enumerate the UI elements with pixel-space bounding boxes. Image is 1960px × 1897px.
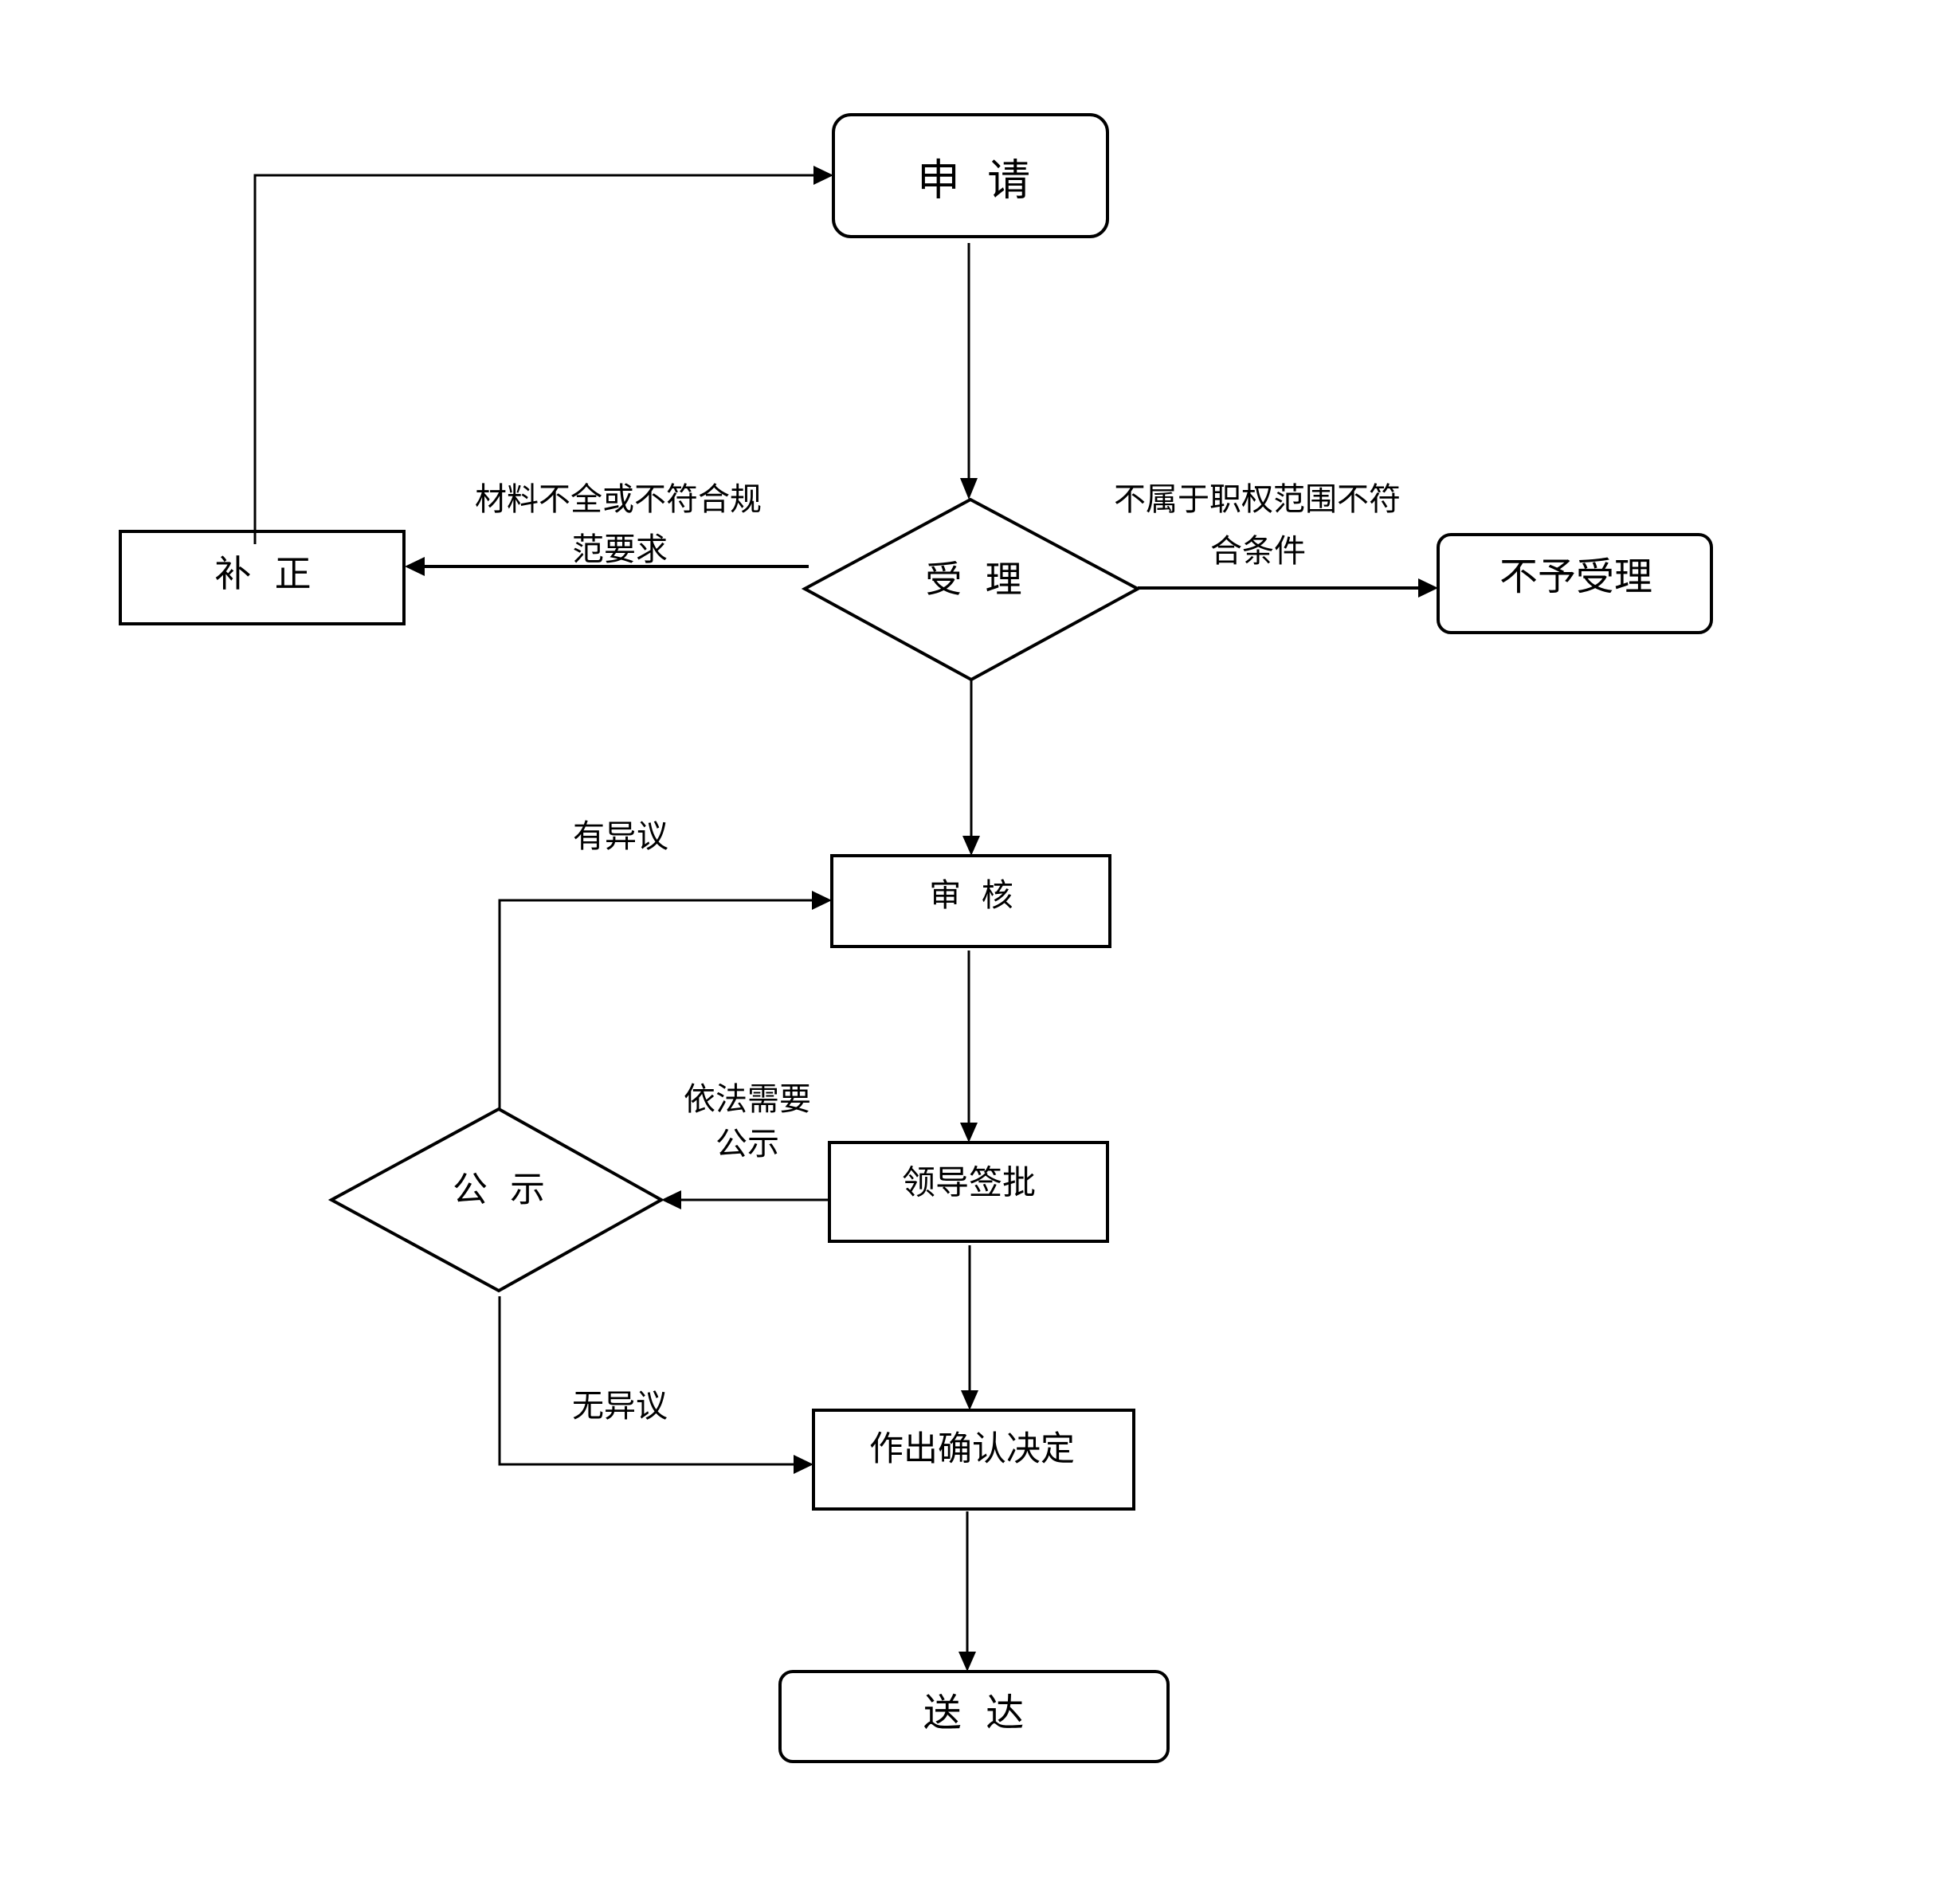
node-apply[interactable]: 申 请 [832,113,1109,238]
edge-label-objection: 有异议 [573,818,668,855]
edge-review-to-approve [960,950,978,1143]
arrowhead-icon [794,1455,813,1474]
edge-label-incomplete: 材料不全或不符合规 范要求 [475,481,762,568]
node-publicize[interactable]: 公 示 [327,1107,665,1293]
arrowhead-icon [962,836,980,856]
arrowhead-icon [813,166,833,185]
node-reject-label: 不予受理 [1499,555,1652,599]
edge-label-out-of-scope-line1: 不属于职权范围不符 [1114,481,1401,518]
arrowhead-icon [405,557,425,576]
node-approve-label: 领导签批 [902,1163,1036,1202]
arrowhead-icon [960,478,978,500]
edge-approve-to-decide [961,1245,978,1410]
edge-label-incomplete-line1: 材料不全或不符合规 [475,481,762,518]
node-accept-label: 受 理 [925,558,1021,601]
edge-approve-to-publicize [661,1190,829,1209]
edge-apply-to-accept [960,243,978,500]
node-apply-label: 申 请 [917,155,1030,206]
arrowhead-icon [961,1390,978,1410]
arrowhead-icon [1418,578,1438,598]
edge-accept-to-reject [1138,578,1438,598]
node-reject[interactable]: 不予受理 [1437,533,1713,634]
edge-label-need-public: 依法需要 公示 [684,1081,811,1162]
node-accept[interactable]: 受 理 [801,497,1142,682]
edge-label-incomplete-line2: 范要求 [572,531,668,568]
node-review-label: 审 核 [929,877,1013,914]
edge-publicize-to-decide [498,1296,813,1474]
node-review[interactable]: 审 核 [830,854,1111,948]
edge-label-out-of-scope: 不属于职权范围不符 合条件 [1114,481,1401,570]
edge-label-need-public-line2: 公示 [715,1126,779,1162]
node-publicize-label: 公 示 [453,1170,545,1210]
arrowhead-icon [812,891,832,910]
node-decide-label: 作出确认决定 [869,1429,1075,1469]
edge-publicize-to-review [498,891,832,1109]
edge-accept-to-review [962,680,980,856]
edge-decide-to-deliver [958,1511,976,1672]
edge-label-need-public-line1: 依法需要 [684,1081,811,1118]
arrowhead-icon [960,1123,978,1143]
arrowhead-icon [661,1190,681,1209]
edge-correct-to-apply [253,166,833,544]
node-approve[interactable]: 领导签批 [828,1141,1109,1243]
node-correct[interactable]: 补 正 [119,530,406,625]
arrowhead-icon [958,1652,976,1672]
node-deliver[interactable]: 送 达 [778,1670,1170,1763]
node-correct-label: 补 正 [214,552,311,595]
edge-accept-to-correct [405,557,809,576]
node-decide[interactable]: 作出确认决定 [812,1409,1135,1511]
edge-label-no-objection: 无异议 [572,1388,668,1425]
node-deliver-label: 送 达 [923,1691,1025,1735]
edge-label-out-of-scope-line2: 合条件 [1210,533,1306,570]
